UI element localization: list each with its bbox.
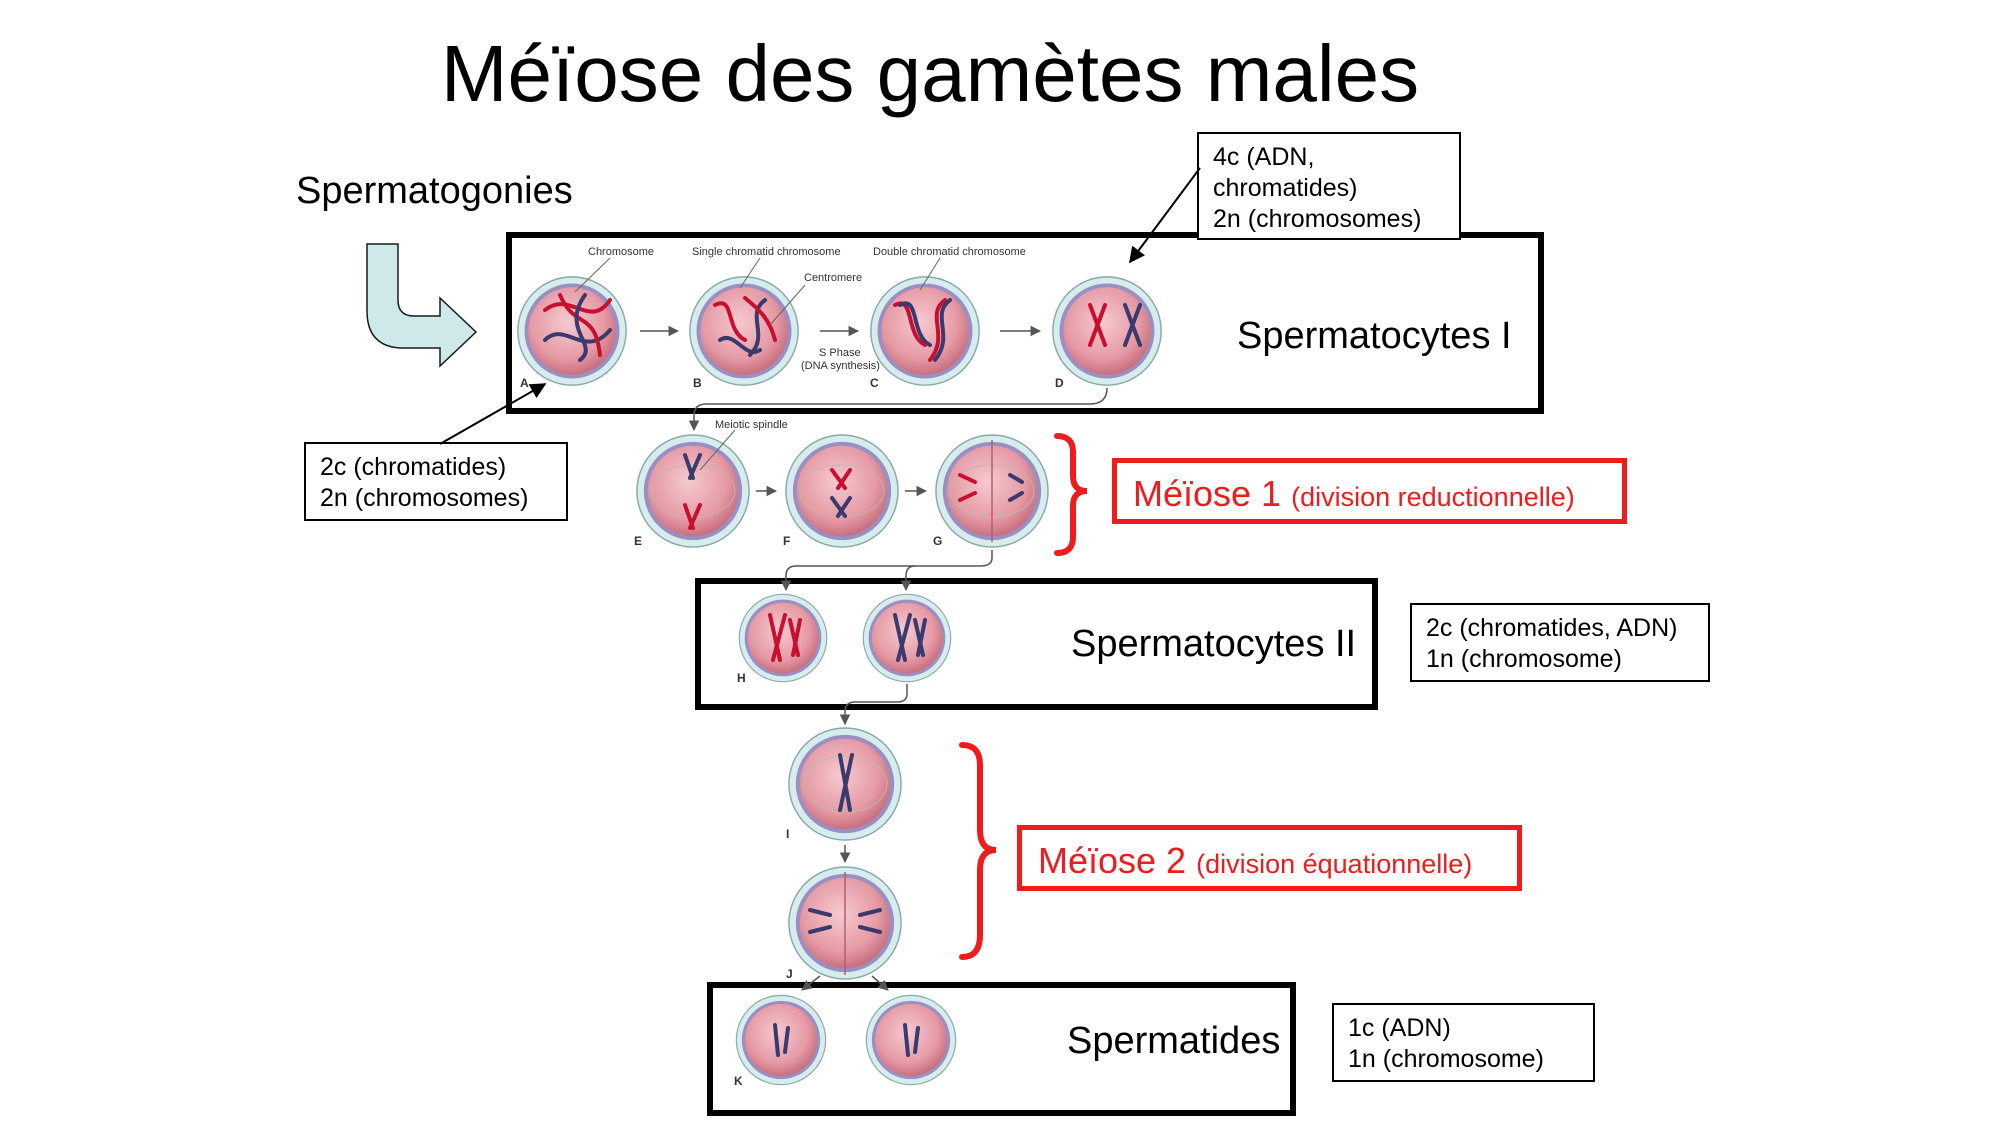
cell-b [689, 276, 799, 386]
meiosis-2-sub: (division équationnelle) [1196, 849, 1473, 879]
note-2c-1n: 2c (chromatides, ADN) 1n (chromosome) [1410, 603, 1710, 682]
letter-b: B [693, 376, 702, 390]
meiosis-1-box: Méïose 1 (division reductionnelle) [1112, 458, 1627, 524]
meiosis-1-brace [1054, 433, 1088, 556]
label-dna-synthesis: (DNA synthesis) [801, 360, 880, 372]
note-line: 4c (ADN, [1213, 143, 1315, 171]
meiosis-2-box: Méïose 2 (division équationnelle) [1017, 825, 1522, 891]
note-line: 1n (chromosome) [1426, 645, 1622, 673]
chromosomes-d [1088, 303, 1142, 347]
spermatogonies-label: Spermatogonies [296, 170, 573, 212]
spermatocytes-1-label: Spermatocytes I [1237, 315, 1512, 357]
note-line: 2n (chromosomes) [1213, 205, 1422, 233]
letter-c: C [870, 376, 879, 390]
note-2c-2n: 2c (chromatides) 2n (chromosomes) [304, 442, 568, 521]
spermatocytes-2-label: Spermatocytes II [1071, 623, 1357, 665]
label-s-phase: S Phase [819, 347, 861, 359]
spermatides-label: Spermatides [1067, 1020, 1281, 1062]
label-double-chromatid: Double chromatid chromosome [873, 246, 1026, 258]
chromosomes-h [768, 613, 927, 662]
cell-k1 [735, 994, 827, 1086]
chromosomes-b [713, 296, 777, 357]
label-centromere: Centromere [804, 272, 862, 284]
meiosis-1-sub: (division reductionnelle) [1291, 482, 1575, 512]
cell-e [636, 434, 750, 548]
letter-a: A [520, 376, 529, 390]
note-1c-1n: 1c (ADN) 1n (chromosome) [1332, 1003, 1595, 1082]
spermatocytes-1-box [506, 232, 1544, 414]
letter-k: K [734, 1074, 743, 1088]
spermatocytes-2-box [695, 578, 1378, 710]
spermatogonies-arrow [366, 243, 478, 368]
letter-j: J [786, 967, 793, 981]
cell-d [1052, 276, 1162, 386]
chromosomes-a [543, 293, 612, 362]
letter-h: H [737, 671, 746, 685]
letter-i: I [786, 827, 789, 841]
cell-k2 [865, 994, 957, 1086]
note-line: chromatides) [1213, 174, 1358, 202]
connector-d-e [688, 387, 1108, 432]
pointer-top-note [1129, 167, 1201, 264]
cell-h1 [738, 593, 828, 683]
letter-d: D [1055, 376, 1064, 390]
label-meiotic-spindle: Meiotic spindle [715, 419, 788, 431]
meiosis-2-brace [959, 742, 997, 960]
note-line: 2n (chromosomes) [320, 484, 529, 512]
meiosis-2-label: Méïose 2 [1038, 840, 1187, 881]
label-chromosome: Chromosome [588, 246, 654, 258]
note-line: 2c (chromatides) [320, 453, 507, 481]
chromosomes-c [893, 298, 952, 362]
note-line: 1n (chromosome) [1348, 1045, 1544, 1073]
note-line: 1c (ADN) [1348, 1014, 1451, 1042]
chromosomes-e-g [683, 453, 1024, 530]
page-title: Méïose des gamètes males [440, 29, 1420, 118]
letter-g: G [933, 534, 942, 548]
meiosis-1-label: Méïose 1 [1133, 473, 1282, 514]
cell-c [870, 276, 980, 386]
note-4c-2n: 4c (ADN, chromatides) 2n (chromosomes) [1197, 132, 1461, 240]
cell-h2 [862, 593, 952, 683]
label-single-chromatid: Single chromatid chromosome [692, 246, 841, 258]
spermatides-box [707, 982, 1296, 1116]
letter-f: F [783, 534, 790, 548]
letter-e: E [634, 534, 642, 548]
pointer-left-note [439, 383, 547, 445]
note-line: 2c (chromatides, ADN) [1426, 614, 1678, 642]
cell-f [785, 434, 899, 548]
